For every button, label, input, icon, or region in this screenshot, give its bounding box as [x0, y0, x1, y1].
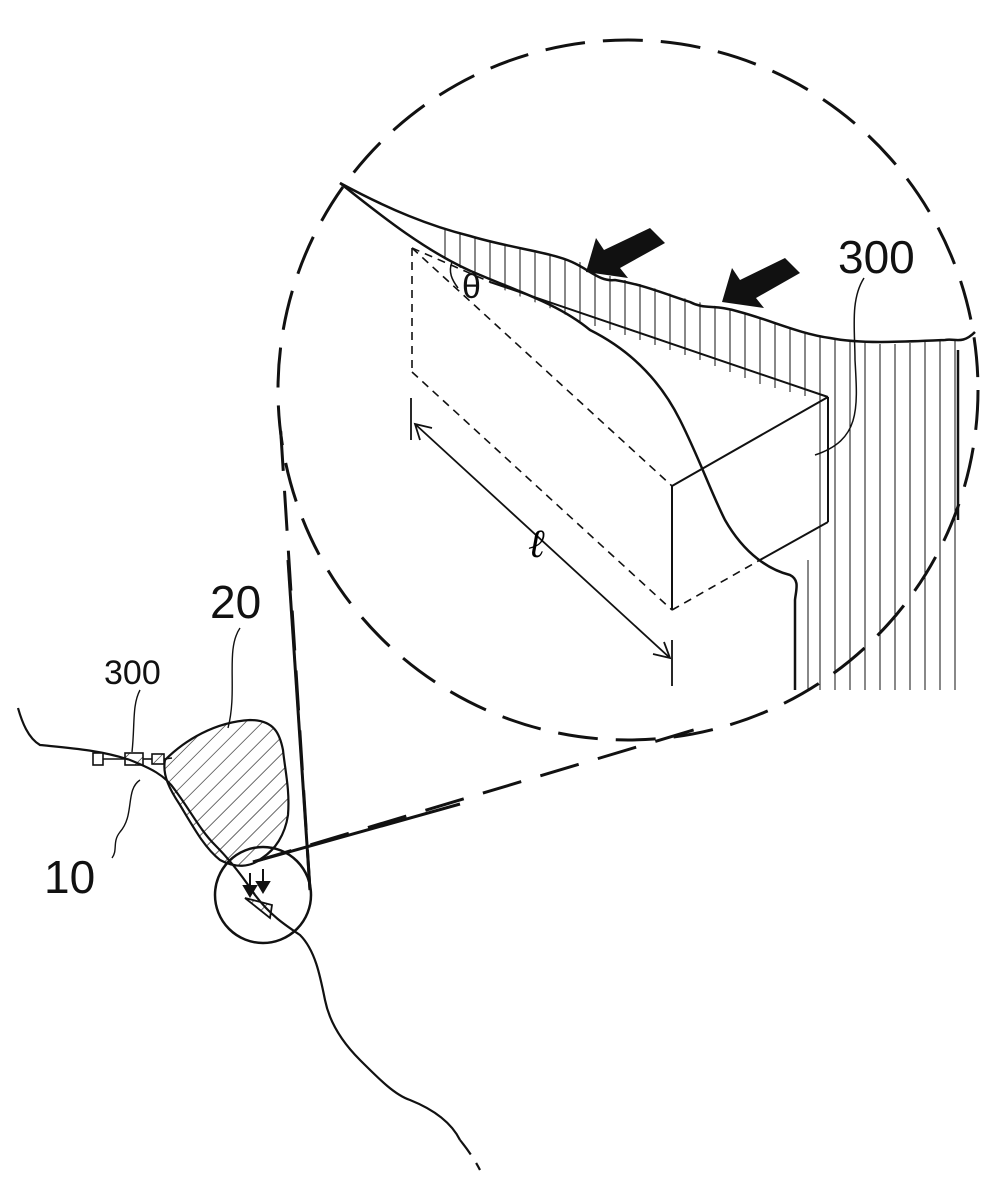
anchor-device-small	[93, 753, 172, 765]
cliff-slope-line	[340, 183, 797, 690]
small-arrows	[244, 869, 269, 896]
label-20: 20	[210, 576, 261, 628]
magnified-view-circle	[278, 40, 978, 740]
wedge-block	[245, 898, 272, 918]
pressure-arrow-2	[722, 258, 800, 308]
cliff-face-hatching	[445, 220, 955, 690]
label-300-large: 300	[838, 231, 915, 283]
zoom-source-circle	[215, 847, 311, 943]
angle-theta-label: θ	[462, 268, 481, 306]
label-300-small: 300	[104, 654, 161, 692]
leader-10	[112, 780, 140, 858]
length-l-label: ℓ	[528, 521, 545, 566]
connector-line-left-solid	[288, 560, 310, 890]
leader-300-large	[815, 278, 864, 455]
label-10: 10	[44, 851, 95, 903]
rock-mass-20	[164, 720, 288, 866]
slope-profile-end	[460, 1140, 480, 1170]
pressure-arrow-1	[586, 228, 665, 278]
leader-300-small	[132, 690, 140, 752]
leader-20	[228, 628, 240, 728]
